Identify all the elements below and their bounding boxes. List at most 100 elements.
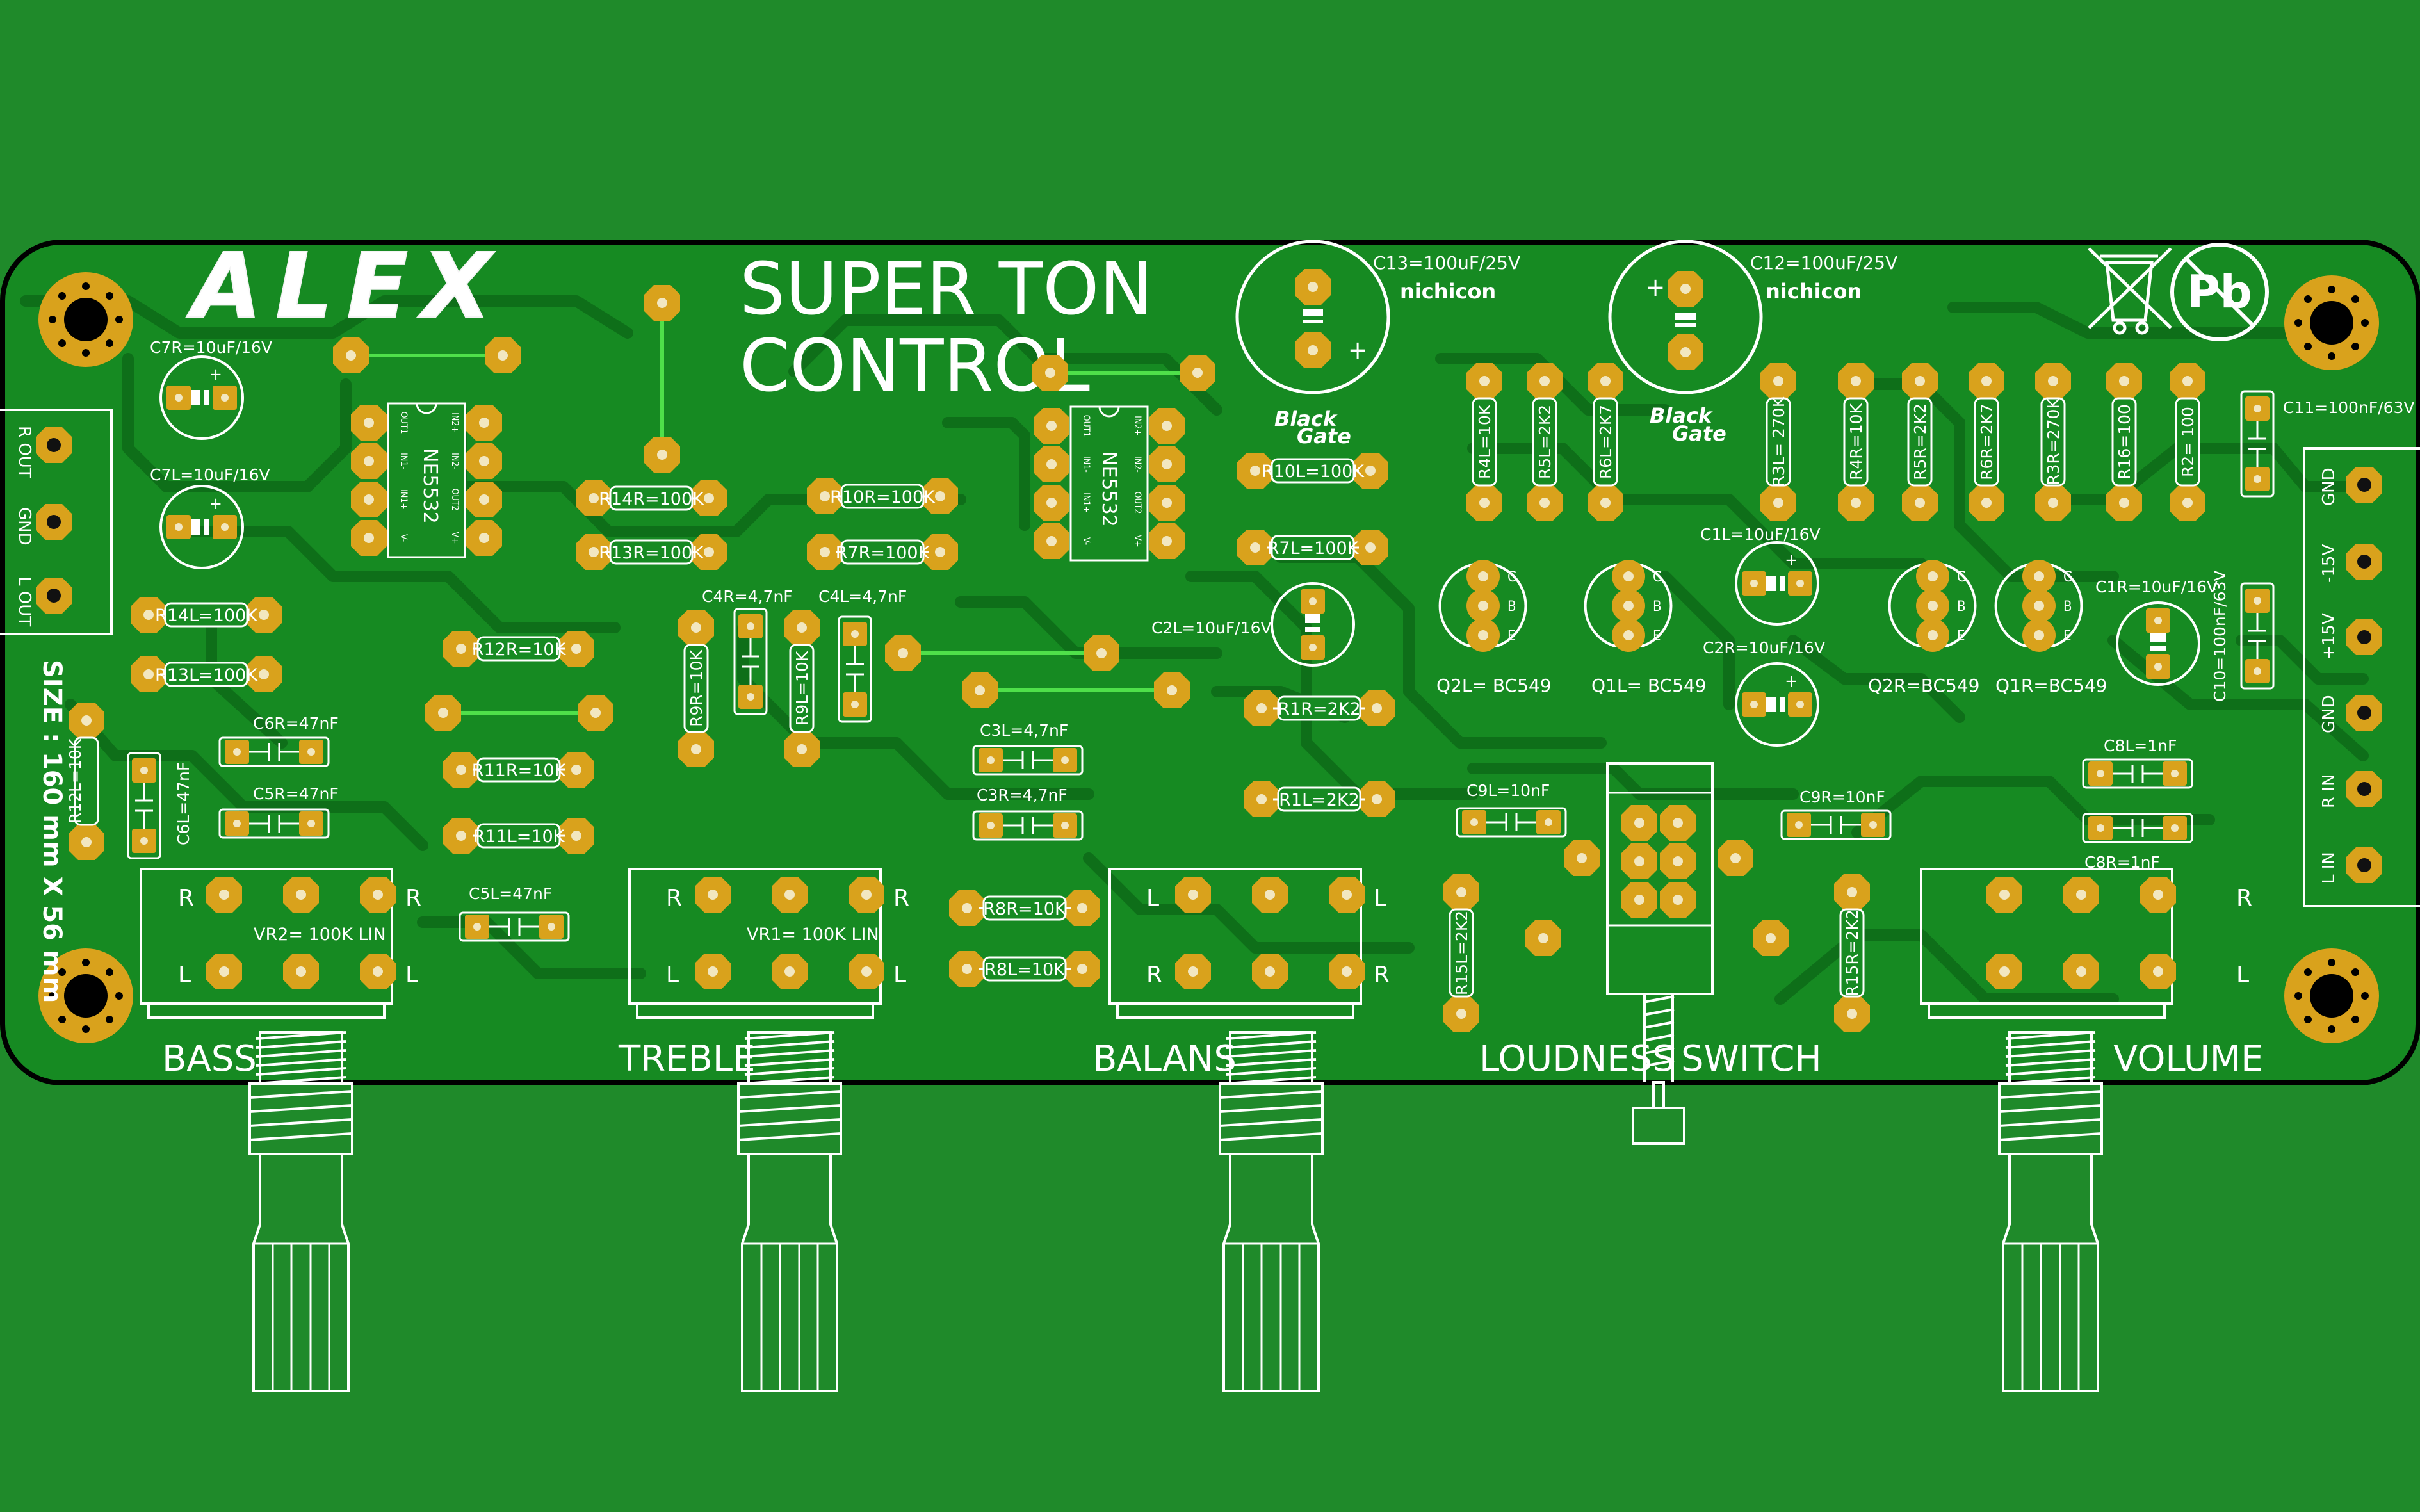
input-label-lin: L IN <box>2319 852 2339 884</box>
ic-pin-label: V- <box>1081 537 1091 545</box>
input-label-gnd1: GND <box>2319 467 2339 506</box>
svg-text:R: R <box>405 885 421 911</box>
transistor-pin-label: C <box>1957 569 1966 585</box>
label-c7l: C7L=10uF/16V <box>150 466 270 484</box>
label-vr2: VR2= 100K LIN <box>254 925 386 945</box>
ic-pin-label: V+ <box>450 532 460 544</box>
shaft-balans <box>1219 1031 1324 1392</box>
mounting-hole-icon <box>2284 275 2379 370</box>
label-c3l: C3L=4,7nF <box>980 721 1068 740</box>
label-r15r: R15R=2K2 <box>1843 909 1862 996</box>
mounting-hole-icon <box>2284 948 2379 1043</box>
svg-text:Gate: Gate <box>1297 424 1351 448</box>
transistor-pin-label: C <box>1653 569 1662 585</box>
label-q2l: Q2L= BC549 <box>1436 675 1552 696</box>
ic-pin-label: OUT1 <box>398 412 409 434</box>
label-treble: TREBLE <box>618 1038 756 1080</box>
loudness-switch <box>1606 762 1714 1145</box>
label-q1r: Q1R=BC549 <box>1995 675 2107 696</box>
label-r4l: R4L=10K <box>1475 404 1494 479</box>
label-r9l: R9L=10K <box>793 651 811 726</box>
label-r16: R16=100 <box>2115 404 2134 480</box>
label-r3l: R3L= 270K <box>1769 396 1788 487</box>
label-r6r: R6R=2K7 <box>1977 403 1996 480</box>
board-size-note: SIZE : 160 mm X 56 mm <box>37 660 67 1003</box>
label-r10r: R10R=100K <box>830 487 936 507</box>
label-c2l: C2L=10uF/16V <box>1151 619 1272 637</box>
svg-text:L: L <box>893 962 906 988</box>
svg-text:R: R <box>666 885 682 911</box>
label-c5l: C5L=47nF <box>469 884 552 903</box>
svg-text:L: L <box>405 962 418 988</box>
label-r4r: R4R=10K <box>1847 403 1865 480</box>
board-title-line2: CONTROL <box>740 325 1090 408</box>
label-r15l: R15L=2K2 <box>1452 911 1471 995</box>
output-connector: R OUT GND L OUT <box>0 409 113 635</box>
label-r13r: R13R=100K <box>599 543 704 563</box>
label-c10: C10=100nF/63V <box>2211 571 2229 703</box>
label-q1l: Q1L= BC549 <box>1591 675 1707 696</box>
transistor-pin-label: C <box>2063 569 2072 585</box>
label-c9l: C9L=10nF <box>1466 781 1550 800</box>
label-bass: BASS <box>162 1038 257 1080</box>
pcb-board <box>0 240 2420 1085</box>
label-loudness: LOUDNESS <box>1479 1038 1675 1080</box>
ic-u1-label: NE5532 <box>419 448 441 524</box>
label-c6r: C6R=47nF <box>253 714 339 733</box>
transistor-pin-label: B <box>1653 599 1662 615</box>
label-c1l: C1L=10uF/16V <box>1700 525 1821 544</box>
svg-text:Black: Black <box>1274 407 1338 431</box>
label-r14l: R14L=100K <box>155 606 258 626</box>
alex-logo: ALEX <box>186 234 505 339</box>
svg-text:R: R <box>893 885 909 911</box>
pot-pin-labels: R R L L R R L L L L R R R L <box>178 885 2252 988</box>
label-r8r: R8R=10K <box>983 899 1067 919</box>
svg-text:L: L <box>1374 885 1386 911</box>
svg-text:+: + <box>1348 336 1367 365</box>
svg-text:+: + <box>1646 273 1665 302</box>
label-c2r: C2R=10uF/16V <box>1703 638 1825 657</box>
label-r5l: R5L=2K2 <box>1536 405 1554 479</box>
ic-pin-label: IN2- <box>1132 456 1142 473</box>
ic-pin-label: OUT1 <box>1081 415 1091 437</box>
label-r13l: R13L=100K <box>155 665 258 685</box>
svg-text:L: L <box>1146 885 1159 911</box>
label-r5r: R5R=2K2 <box>1911 403 1929 480</box>
ic-pin-label: OUT2 <box>450 489 460 511</box>
ic-pin-label: V+ <box>1132 535 1142 547</box>
ic-pin-label: IN1+ <box>398 489 409 510</box>
label-c4r: C4R=4,7nF <box>702 587 793 606</box>
board-title-line1: SUPER TON <box>740 248 1153 331</box>
shaft-treble <box>737 1031 842 1392</box>
label-c8l: C8L=1nF <box>2104 736 2177 755</box>
svg-text:L: L <box>2236 962 2249 988</box>
transistor-pin-label: B <box>1507 599 1516 615</box>
jumper-wires <box>351 303 1198 715</box>
label-c6l: C6L=47nF <box>174 762 193 845</box>
label-r1r: R1R=2K2 <box>1278 699 1360 719</box>
power-input-connector: GND -15V +15V GND R IN L IN <box>2303 447 2420 907</box>
ic-pin-label: IN2+ <box>450 412 460 433</box>
ic-pin-label: IN2+ <box>1132 416 1142 436</box>
svg-text:Gate: Gate <box>1672 421 1726 446</box>
label-c3r: C3R=4,7nF <box>977 786 1068 804</box>
nichicon-logo-icon: nichicon <box>1766 279 1862 304</box>
output-label-rout: R OUT <box>15 426 34 478</box>
ic-pin-label: OUT2 <box>1132 492 1142 514</box>
label-c5r: C5R=47nF <box>253 784 339 803</box>
label-r14r: R14R=100K <box>599 489 704 509</box>
ic-pin-label: V- <box>398 534 409 542</box>
transistor-pin-label: C <box>1507 569 1516 585</box>
label-c12: C12=100uF/25V <box>1750 252 1897 273</box>
output-label-gnd: GND <box>15 507 34 546</box>
svg-text:Pb: Pb <box>2187 266 2252 318</box>
label-r9r: R9R=10K <box>687 650 706 727</box>
svg-text:R: R <box>1374 962 1390 988</box>
mounting-hole-icon <box>38 272 133 367</box>
capacitor-c13: + <box>1235 240 1390 394</box>
label-r6l: R6L=2K7 <box>1596 405 1615 479</box>
ic-pin-label: IN1- <box>398 453 409 469</box>
weee-bin-icon <box>2088 247 2172 335</box>
transistor-pin-label: B <box>2063 599 2072 615</box>
